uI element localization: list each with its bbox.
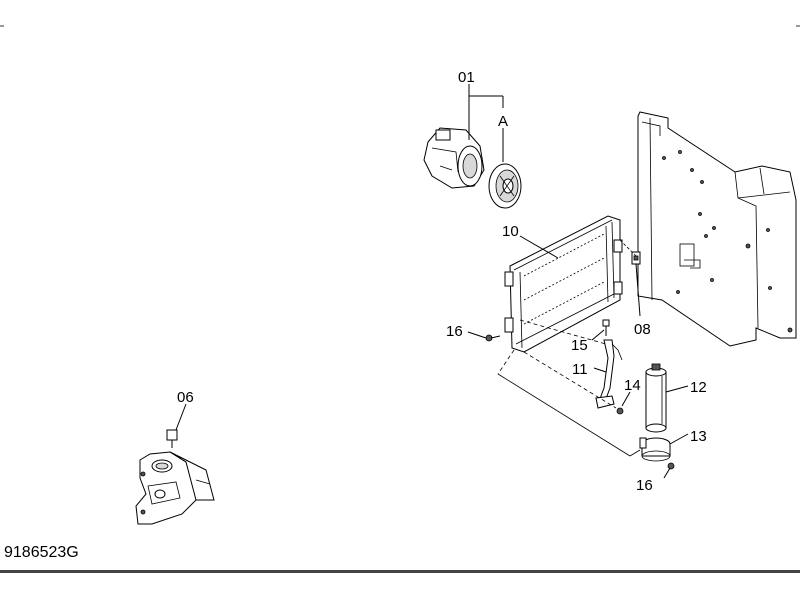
bottom-divider [0, 570, 800, 573]
callout-a: A [498, 113, 508, 130]
leader-16-lower [663, 467, 671, 479]
leader-13 [669, 433, 689, 445]
leader-12 [665, 385, 689, 393]
callout-16-upper: 16 [446, 323, 463, 340]
leader-08-dashed [619, 239, 637, 257]
callout-08: 08 [634, 321, 651, 338]
mounting-frame-icon [637, 111, 797, 347]
callout-12: 12 [690, 379, 707, 396]
callout-16-lower: 16 [636, 477, 653, 494]
callout-06: 06 [177, 389, 194, 406]
callout-14: 14 [624, 377, 641, 394]
drawing-number: 9186523G [4, 544, 79, 561]
receiver-drier-icon [645, 363, 667, 433]
leader-15 [591, 329, 605, 341]
guide-line-1 [497, 349, 515, 375]
condenser-icon [504, 215, 623, 353]
callout-10: 10 [502, 223, 519, 240]
leader-11 [593, 367, 607, 373]
leader-08 [635, 263, 641, 317]
pipe-icon [595, 339, 623, 409]
leader-10 [519, 235, 559, 259]
guide-line-4 [519, 319, 607, 345]
bolt-14-icon [616, 407, 624, 415]
leader-14 [621, 391, 631, 407]
guide-line-2 [497, 373, 631, 457]
leader-06 [175, 403, 187, 431]
guide-line-3 [523, 351, 617, 409]
compressor-clutch-pulley-icon [488, 163, 522, 209]
bracket-assembly-icon [135, 429, 215, 525]
callout-13: 13 [690, 428, 707, 445]
bolt-16-lower-icon [667, 462, 675, 470]
clip-icon [631, 251, 641, 265]
guide-line-5 [629, 449, 641, 457]
callout-11: 11 [572, 361, 588, 378]
bolt-16-upper-icon [485, 334, 501, 342]
callout-15: 15 [571, 337, 588, 354]
bolt-15-icon [602, 319, 610, 336]
drier-bracket-icon [639, 437, 671, 462]
callout-01: 01 [458, 69, 475, 86]
compressor-assembly-icon [423, 127, 485, 189]
leader-16-upper [467, 331, 487, 339]
